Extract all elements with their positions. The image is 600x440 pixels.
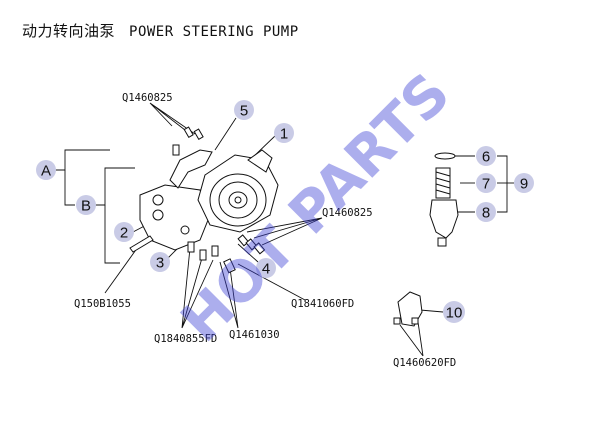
svg-text:1: 1 (280, 126, 288, 143)
pn-q1461030: Q1461030 (229, 329, 280, 341)
callout-5: 5 (234, 100, 254, 120)
nut (199, 249, 207, 261)
svg-text:3: 3 (156, 255, 164, 272)
stud (223, 258, 236, 274)
callout-8: 8 (476, 202, 496, 222)
fitting-assembly (393, 291, 423, 327)
bracket-hole (180, 225, 190, 235)
valve-tip (437, 237, 447, 247)
callout-9: 9 (514, 173, 534, 193)
svg-text:B: B (81, 198, 91, 215)
title-chinese: 动力转向油泵 (22, 22, 116, 40)
spring-coils (435, 171, 451, 195)
diagram-title: 动力转向油泵 POWER STEERING PUMP (22, 20, 299, 41)
pn-q1460620fd: Q1460620FD (393, 357, 456, 369)
svg-text:6: 6 (482, 149, 490, 166)
valve-assembly (429, 152, 459, 247)
part-number-labels: Q1460825 Q1460825 Q150B1055 Q1841060FD Q… (74, 92, 456, 369)
fitting-bolt (393, 317, 401, 325)
fitting-bolt (411, 317, 419, 325)
pn-q1460825-right: Q1460825 (322, 207, 373, 219)
callout-4: 4 (256, 258, 276, 278)
nut (187, 241, 195, 253)
long-bolt (129, 235, 154, 253)
callout-b: B (76, 195, 96, 215)
pulley-center (234, 196, 242, 204)
svg-text:10: 10 (446, 305, 463, 322)
bracket-hole (152, 194, 164, 206)
pn-q150b1055: Q150B1055 (74, 298, 131, 310)
bolt (253, 242, 266, 255)
pn-q1840855fd: Q1840855FD (154, 333, 217, 345)
bolt (172, 144, 180, 156)
valve-body (429, 199, 459, 239)
reservoir-port (247, 149, 273, 173)
pn-q1841060fd: Q1841060FD (291, 298, 354, 310)
bolt (193, 128, 204, 141)
upper-arm (169, 149, 213, 189)
svg-text:8: 8 (482, 205, 490, 222)
svg-text:5: 5 (240, 103, 248, 120)
svg-text:9: 9 (520, 176, 528, 193)
bolt (183, 126, 194, 139)
callout-7: 7 (476, 173, 496, 193)
pump-assembly (129, 126, 279, 274)
title-english: POWER STEERING PUMP (129, 24, 299, 40)
svg-text:7: 7 (482, 176, 490, 193)
callouts: A B 1 2 3 4 5 6 7 8 9 10 (36, 100, 534, 323)
svg-text:4: 4 (262, 261, 270, 278)
callout-10: 10 (443, 301, 465, 323)
svg-text:2: 2 (120, 225, 128, 242)
callout-3: 3 (150, 252, 170, 272)
nut (211, 245, 219, 257)
bracket-hole (152, 209, 164, 221)
callout-6: 6 (476, 146, 496, 166)
o-ring (434, 152, 456, 160)
pn-q1460825-top: Q1460825 (122, 92, 173, 104)
callout-2: 2 (114, 222, 134, 242)
callout-a: A (36, 160, 56, 180)
svg-text:A: A (41, 163, 51, 180)
callout-1: 1 (274, 123, 294, 143)
